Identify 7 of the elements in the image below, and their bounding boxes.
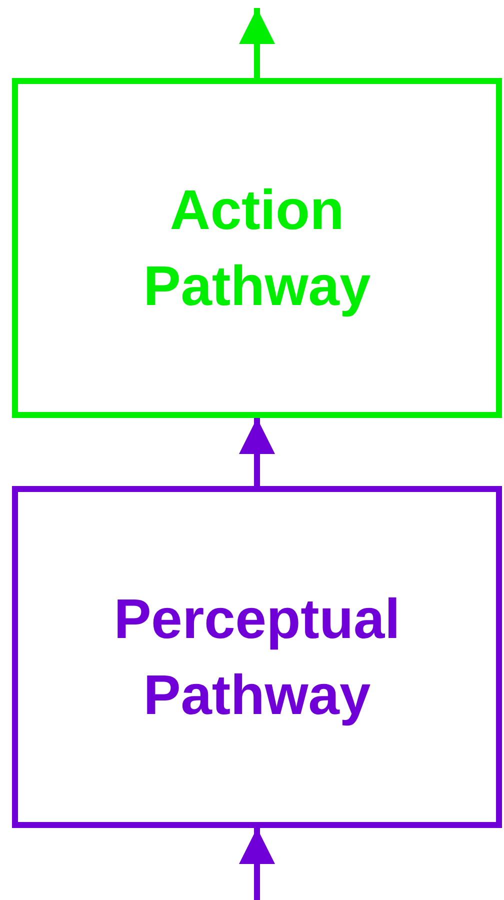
arrow [239, 828, 275, 900]
process-box [12, 78, 502, 418]
process-box [12, 486, 502, 828]
box-label: Action Pathway [142, 177, 372, 319]
arrow [239, 8, 275, 78]
arrow [239, 418, 275, 486]
box-label: Perceptual Pathway [112, 586, 402, 728]
